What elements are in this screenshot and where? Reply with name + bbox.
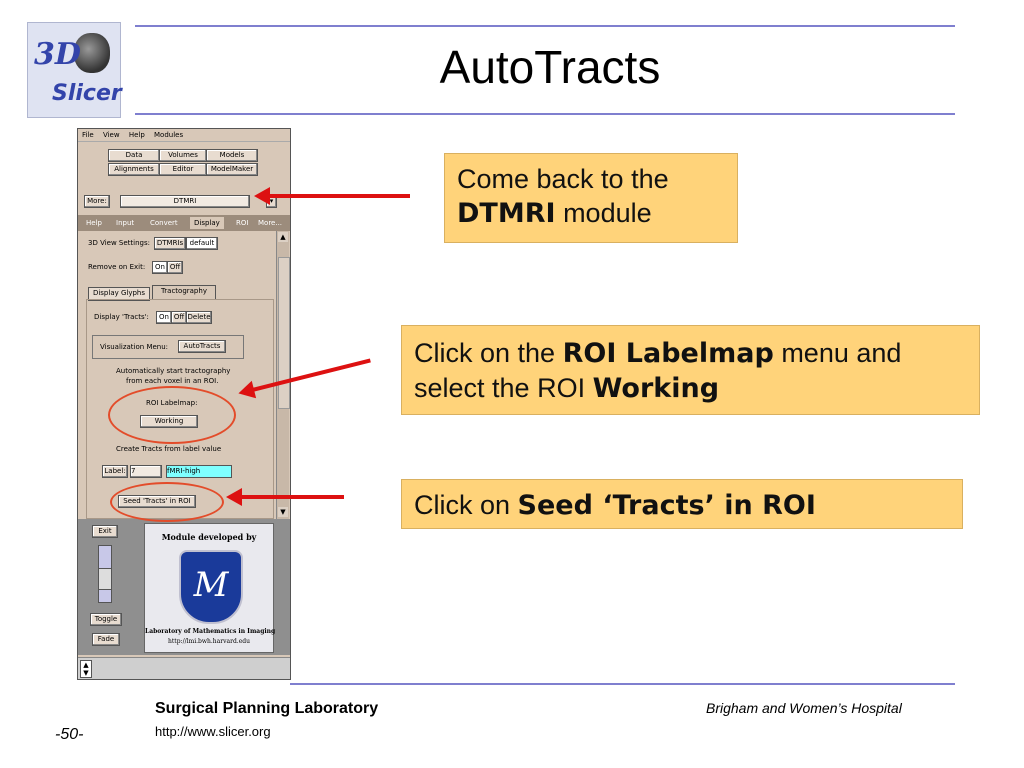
fade-button[interactable]: Fade — [92, 633, 120, 646]
display-tracts-label: Display 'Tracts': — [94, 313, 149, 321]
slide-title: AutoTracts — [439, 41, 661, 93]
label-value-field[interactable]: 7 — [130, 465, 162, 478]
create-tracts-label: Create Tracts from label value — [116, 445, 222, 453]
footer-hospital: Brigham and Women’s Hospital — [706, 700, 902, 716]
module-button-data[interactable]: Data — [108, 149, 160, 162]
label-name-field: fMRI-high — [166, 465, 232, 478]
chevron-down-icon: ▾ — [269, 197, 274, 205]
callout-3-text: Click on — [414, 490, 511, 520]
more-button[interactable]: More: — [84, 195, 110, 208]
scroll-down-arrow-icon[interactable]: ▼ — [278, 507, 288, 517]
subtab-tractography[interactable]: Tractography — [152, 285, 216, 299]
menu-view[interactable]: View — [102, 131, 120, 139]
module-button-alignments[interactable]: Alignments — [108, 163, 160, 176]
view-settings-label: 3D View Settings: — [88, 239, 150, 247]
scroll-up-arrow-icon[interactable]: ▲ — [278, 232, 288, 242]
tab-input[interactable]: Input — [116, 219, 135, 227]
module-tabs: Help Input Convert Display ROI More... — [78, 215, 290, 231]
exit-button[interactable]: Exit — [92, 525, 118, 538]
callout-1-post: module — [563, 198, 652, 228]
vis-menu-frame — [92, 335, 244, 359]
logo-3d-text: 3D — [34, 37, 81, 72]
arrow-to-seed-button — [226, 488, 344, 506]
callout-2-bold2: Working — [592, 373, 720, 404]
module-developer-box: Module developed by M Laboratory of Math… — [144, 523, 276, 653]
scroll-thumb[interactable] — [278, 257, 290, 409]
vis-menu-label: Visualization Menu: — [100, 343, 169, 351]
callout-2-text: Click on the — [414, 338, 556, 368]
auto-text-1: Automatically start tractography — [116, 367, 231, 375]
menu-modules[interactable]: Modules — [154, 131, 184, 139]
remove-on-exit-label: Remove on Exit: — [88, 263, 146, 271]
viewer-controls: Exit Toggle Fade Module developed by M L… — [78, 519, 290, 655]
brain-icon — [74, 33, 110, 73]
module-dev-title: Module developed by — [161, 532, 257, 542]
remove-off-button[interactable]: Off — [167, 261, 183, 274]
subtab-display-glyphs[interactable]: Display Glyphs — [88, 287, 150, 301]
footer-url: http://www.slicer.org — [155, 724, 271, 739]
tab-display[interactable]: Display — [190, 217, 224, 229]
module-dev-lab: Laboratory of Mathematics in Imaging — [145, 628, 276, 635]
callout-1-bold: DTMRI — [457, 198, 556, 229]
auto-text-2: from each voxel in an ROI. — [126, 377, 219, 385]
tab-roi[interactable]: ROI — [236, 219, 249, 227]
spinner-icon[interactable]: ▲▼ — [80, 660, 92, 678]
display-tracts-delete-button[interactable]: Delete — [186, 311, 212, 324]
callout-dtmri: Come back to the DTMRI module — [444, 153, 738, 243]
callout-roi-labelmap: Click on the ROI Labelmap menu and selec… — [401, 325, 980, 415]
module-button-editor[interactable]: Editor — [159, 163, 207, 176]
callout-2-bold: ROI Labelmap — [562, 338, 774, 369]
module-selector[interactable]: DTMRI — [120, 195, 250, 208]
menu-file[interactable]: File — [82, 131, 94, 139]
module-button-volumes[interactable]: Volumes — [159, 149, 207, 162]
status-bar: ▲▼ — [78, 657, 290, 679]
label-button[interactable]: Label: — [102, 465, 128, 478]
callout-1-text: Come back to the — [457, 164, 669, 194]
display-panel: 3D View Settings: DTMRIs default Remove … — [80, 231, 276, 519]
module-button-modelmaker[interactable]: ModelMaker — [206, 163, 258, 176]
page-number: -50- — [55, 726, 84, 743]
display-tracts-on-button[interactable]: On — [156, 311, 172, 324]
menu-help[interactable]: Help — [128, 131, 145, 139]
view-default-button[interactable]: default — [186, 237, 218, 250]
vis-menu-button[interactable]: AutoTracts — [178, 340, 226, 353]
module-dev-url: http://lmi.bwh.harvard.edu — [168, 638, 250, 645]
menu-bar: File View Help Modules — [78, 129, 290, 142]
callout-2-mid: menu and select the ROI — [414, 338, 902, 403]
slicer-logo: 3D Slicer — [27, 22, 122, 118]
top-rule-1 — [135, 25, 955, 27]
tab-more[interactable]: More... — [258, 219, 283, 227]
remove-on-button[interactable]: On — [152, 261, 168, 274]
view-dtmris-button[interactable]: DTMRIs — [154, 237, 186, 250]
display-tracts-off-button[interactable]: Off — [171, 311, 187, 324]
module-button-models[interactable]: Models — [206, 149, 258, 162]
fade-slider-thumb[interactable] — [99, 568, 111, 590]
lmi-shield-icon: M — [179, 550, 243, 624]
tab-help[interactable]: Help — [86, 219, 102, 227]
callout-3-bold: Seed ‘Tracts’ in ROI — [517, 490, 816, 521]
highlight-seed-button — [110, 482, 224, 522]
toggle-button[interactable]: Toggle — [90, 613, 122, 626]
top-rule-2 — [135, 113, 955, 115]
logo-slicer-text: Slicer — [52, 81, 122, 106]
tab-convert[interactable]: Convert — [150, 219, 178, 227]
fade-slider[interactable] — [98, 545, 112, 603]
bottom-rule — [290, 683, 955, 685]
footer-lab: Surgical Planning Laboratory — [155, 700, 379, 717]
panel-scrollbar[interactable]: ▲ ▼ — [276, 231, 290, 519]
callout-seed-tracts: Click on Seed ‘Tracts’ in ROI — [401, 479, 963, 529]
arrow-to-module-selector — [254, 187, 410, 205]
highlight-roi-labelmap — [108, 386, 236, 444]
